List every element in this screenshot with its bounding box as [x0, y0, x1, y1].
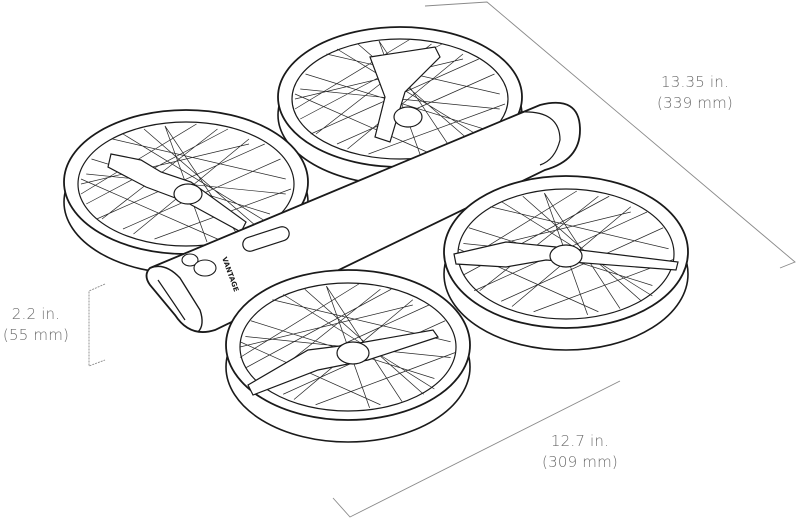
rotor-cage-front-right [443, 175, 689, 351]
dimension-line-height [88, 283, 106, 367]
height-imperial: 2.2 in. [11, 305, 61, 323]
width-metric: (309 mm) [542, 453, 618, 471]
fuselage-body: VANTAGE [145, 101, 581, 333]
dimension-label-width: 12.7 in. (309 mm) [515, 431, 645, 473]
dimension-line-length [424, 1, 796, 269]
height-metric: (55 mm) [2, 326, 70, 344]
dimension-label-length: 13.35 in. (339 mm) [630, 72, 760, 114]
width-imperial: 12.7 in. [550, 432, 610, 450]
dimension-line-width [332, 380, 621, 518]
dimension-label-height: 2.2 in. (55 mm) [0, 304, 72, 346]
length-imperial: 13.35 in. [661, 73, 729, 91]
rotor-cage-front-left [225, 269, 471, 443]
length-metric: (339 mm) [657, 94, 733, 112]
